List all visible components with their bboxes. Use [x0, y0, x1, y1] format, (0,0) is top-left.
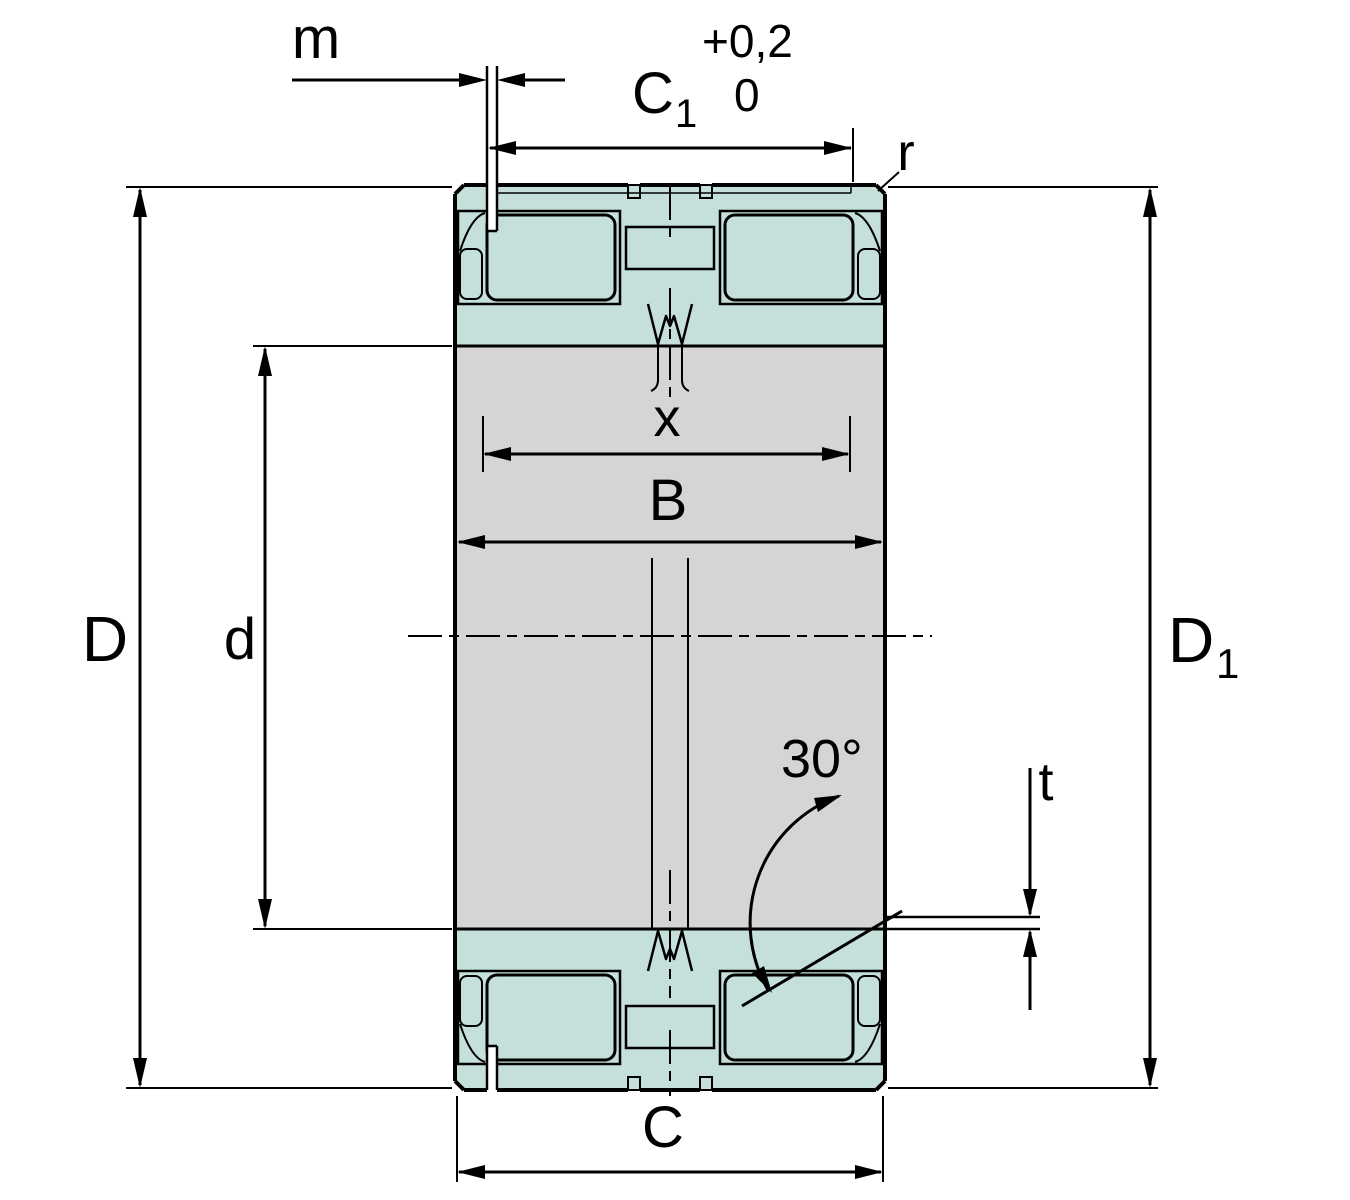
label-C1-base: C: [632, 61, 674, 126]
split-flare-top-left: [650, 346, 659, 392]
extension-lines-D: [126, 186, 452, 1089]
dimension-C1: [488, 128, 854, 182]
roller-top-right: [723, 213, 855, 302]
arrowhead: [752, 966, 772, 993]
roller-cavity-top-right: [718, 209, 884, 306]
arrowhead: [258, 346, 272, 376]
arrowhead: [1023, 889, 1037, 917]
seal-lip-bottom-left: [459, 1023, 486, 1063]
dimension-t: [1023, 768, 1037, 1010]
extension-lines-x: [482, 416, 851, 472]
dimension-d: [253, 345, 452, 930]
split-flare-top-right: [681, 346, 690, 392]
face-notch-bottom-right: [699, 1076, 713, 1091]
leader-line-r: [877, 171, 900, 192]
label-D1-base: D: [1168, 604, 1214, 676]
seal-bottom-right: [857, 975, 881, 1027]
arrowhead: [822, 447, 850, 461]
arrowhead: [1143, 187, 1157, 217]
label-m: m: [292, 6, 340, 71]
arrowhead: [483, 447, 511, 461]
seal-lip-bottom-right: [854, 1023, 881, 1063]
seal-lip-top-right: [854, 212, 881, 252]
arrowhead: [1143, 1058, 1157, 1088]
roller-top-left: [485, 213, 617, 302]
arrowhead: [457, 535, 485, 549]
seal-top-left: [459, 248, 483, 300]
label-D1-subscript: 1: [1216, 640, 1239, 687]
roller-bottom-left: [485, 973, 617, 1062]
label-D: D: [82, 603, 128, 675]
groove-extension-lines: [886, 915, 1040, 931]
arrowhead: [1023, 929, 1037, 957]
label-d: d: [224, 607, 256, 672]
seal-slot-bottom: [485, 1044, 499, 1090]
seal-slot-bottom-fill: [487, 1046, 497, 1090]
dimension-labels: m C 1 +0,2 0 r x B D d D 1 30° t C: [82, 6, 1239, 1160]
extension-lines-d: [253, 345, 452, 930]
seal-bottom-left: [459, 975, 483, 1027]
roller-bottom-right: [723, 973, 855, 1062]
label-30deg: 30°: [781, 729, 863, 789]
dimension-D1: [888, 186, 1158, 1089]
angle-reference-line: [741, 909, 903, 1008]
arrowhead: [824, 141, 852, 155]
extension-lines-C: [456, 1096, 884, 1182]
label-C1-tolerance-lower: 0: [734, 69, 760, 121]
dimension-D: [126, 186, 452, 1089]
angle-arc: [748, 794, 840, 991]
label-r: r: [897, 124, 914, 182]
dimension-30deg: [741, 794, 1040, 1008]
inner-ring-section: [455, 346, 885, 929]
face-notch-top-right: [699, 184, 713, 199]
extension-lines-D1: [888, 186, 1158, 1089]
seal-lip-top-left: [459, 212, 486, 252]
arrowhead: [488, 141, 516, 155]
label-t: t: [1038, 752, 1053, 812]
arrowhead: [133, 187, 147, 217]
dimension-x: [482, 416, 851, 472]
arrowhead: [258, 899, 272, 929]
label-C1-subscript: 1: [675, 92, 697, 136]
arrowhead: [457, 1165, 485, 1179]
bearing-cross-section: [453, 66, 887, 1092]
dimension-C: [456, 1096, 884, 1182]
seal-top-right: [857, 248, 881, 300]
arrowhead: [814, 795, 842, 812]
lubrication-groove-top: [646, 303, 694, 346]
roller-cavity-top-left: [456, 209, 622, 306]
face-notch-bottom-left: [627, 1076, 641, 1091]
arrowhead: [855, 1165, 883, 1179]
arrowhead: [497, 73, 525, 87]
arrowhead: [855, 535, 883, 549]
roller-cavity-bottom-left: [456, 969, 622, 1066]
label-C1-tolerance-upper: +0,2: [702, 15, 793, 67]
centerlines: [408, 186, 932, 1096]
label-x: x: [654, 388, 681, 448]
arrowhead: [459, 73, 487, 87]
label-B: B: [649, 468, 688, 533]
dimensions: [126, 73, 1158, 1182]
arrowhead: [133, 1058, 147, 1088]
face-notch-top-left: [627, 184, 641, 199]
dimension-B: [457, 535, 883, 549]
label-C: C: [642, 1095, 684, 1160]
dimension-m: [292, 73, 565, 87]
